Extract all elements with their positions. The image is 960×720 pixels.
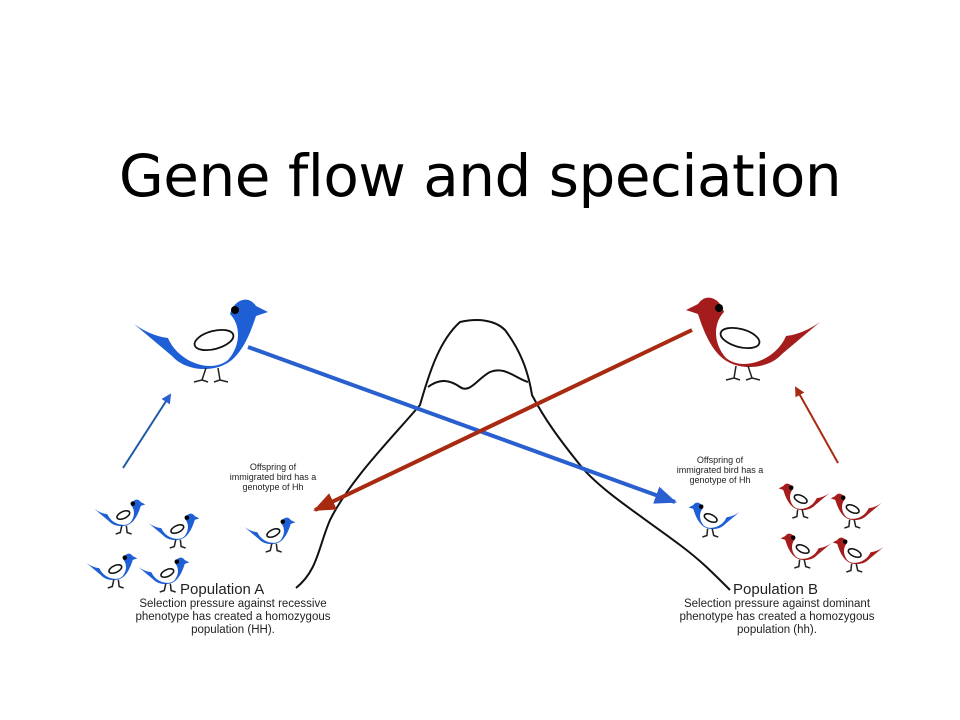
small-blue-bird bbox=[138, 557, 190, 593]
right-selection-arrow bbox=[795, 386, 839, 464]
large-red-bird bbox=[686, 297, 820, 381]
population-a-name: Population A bbox=[180, 581, 265, 598]
small-blue-bird bbox=[148, 513, 200, 549]
population-b-description: Selection pressure against dominant phen… bbox=[679, 598, 875, 636]
large-blue-bird bbox=[134, 299, 268, 383]
slide-title: Gene flow and speciation bbox=[118, 142, 842, 210]
mountain-outline bbox=[295, 319, 731, 591]
population-b-birds bbox=[778, 483, 884, 573]
offspring-blue-bird-left bbox=[244, 517, 296, 553]
left-offspring-note: Offspring of immigrated bird has a genot… bbox=[229, 462, 317, 492]
small-blue-bird bbox=[86, 553, 138, 589]
population-b-name: Population B bbox=[733, 581, 819, 598]
small-red-bird bbox=[780, 533, 832, 569]
right-offspring-note: Offspring of immigrated bird has a genot… bbox=[676, 455, 764, 485]
blue-migration-arrow bbox=[247, 345, 677, 504]
small-red-bird bbox=[830, 493, 882, 529]
population-a-description: Selection pressure against recessive phe… bbox=[135, 598, 331, 636]
population-a-birds bbox=[86, 499, 296, 593]
mountain-snowcap bbox=[427, 369, 529, 390]
small-red-bird bbox=[778, 483, 830, 519]
red-migration-arrow bbox=[313, 328, 693, 512]
offspring-blue-bird-right bbox=[688, 502, 740, 538]
small-red-bird bbox=[832, 537, 884, 573]
left-selection-arrow bbox=[122, 393, 172, 469]
small-blue-bird bbox=[94, 499, 146, 535]
